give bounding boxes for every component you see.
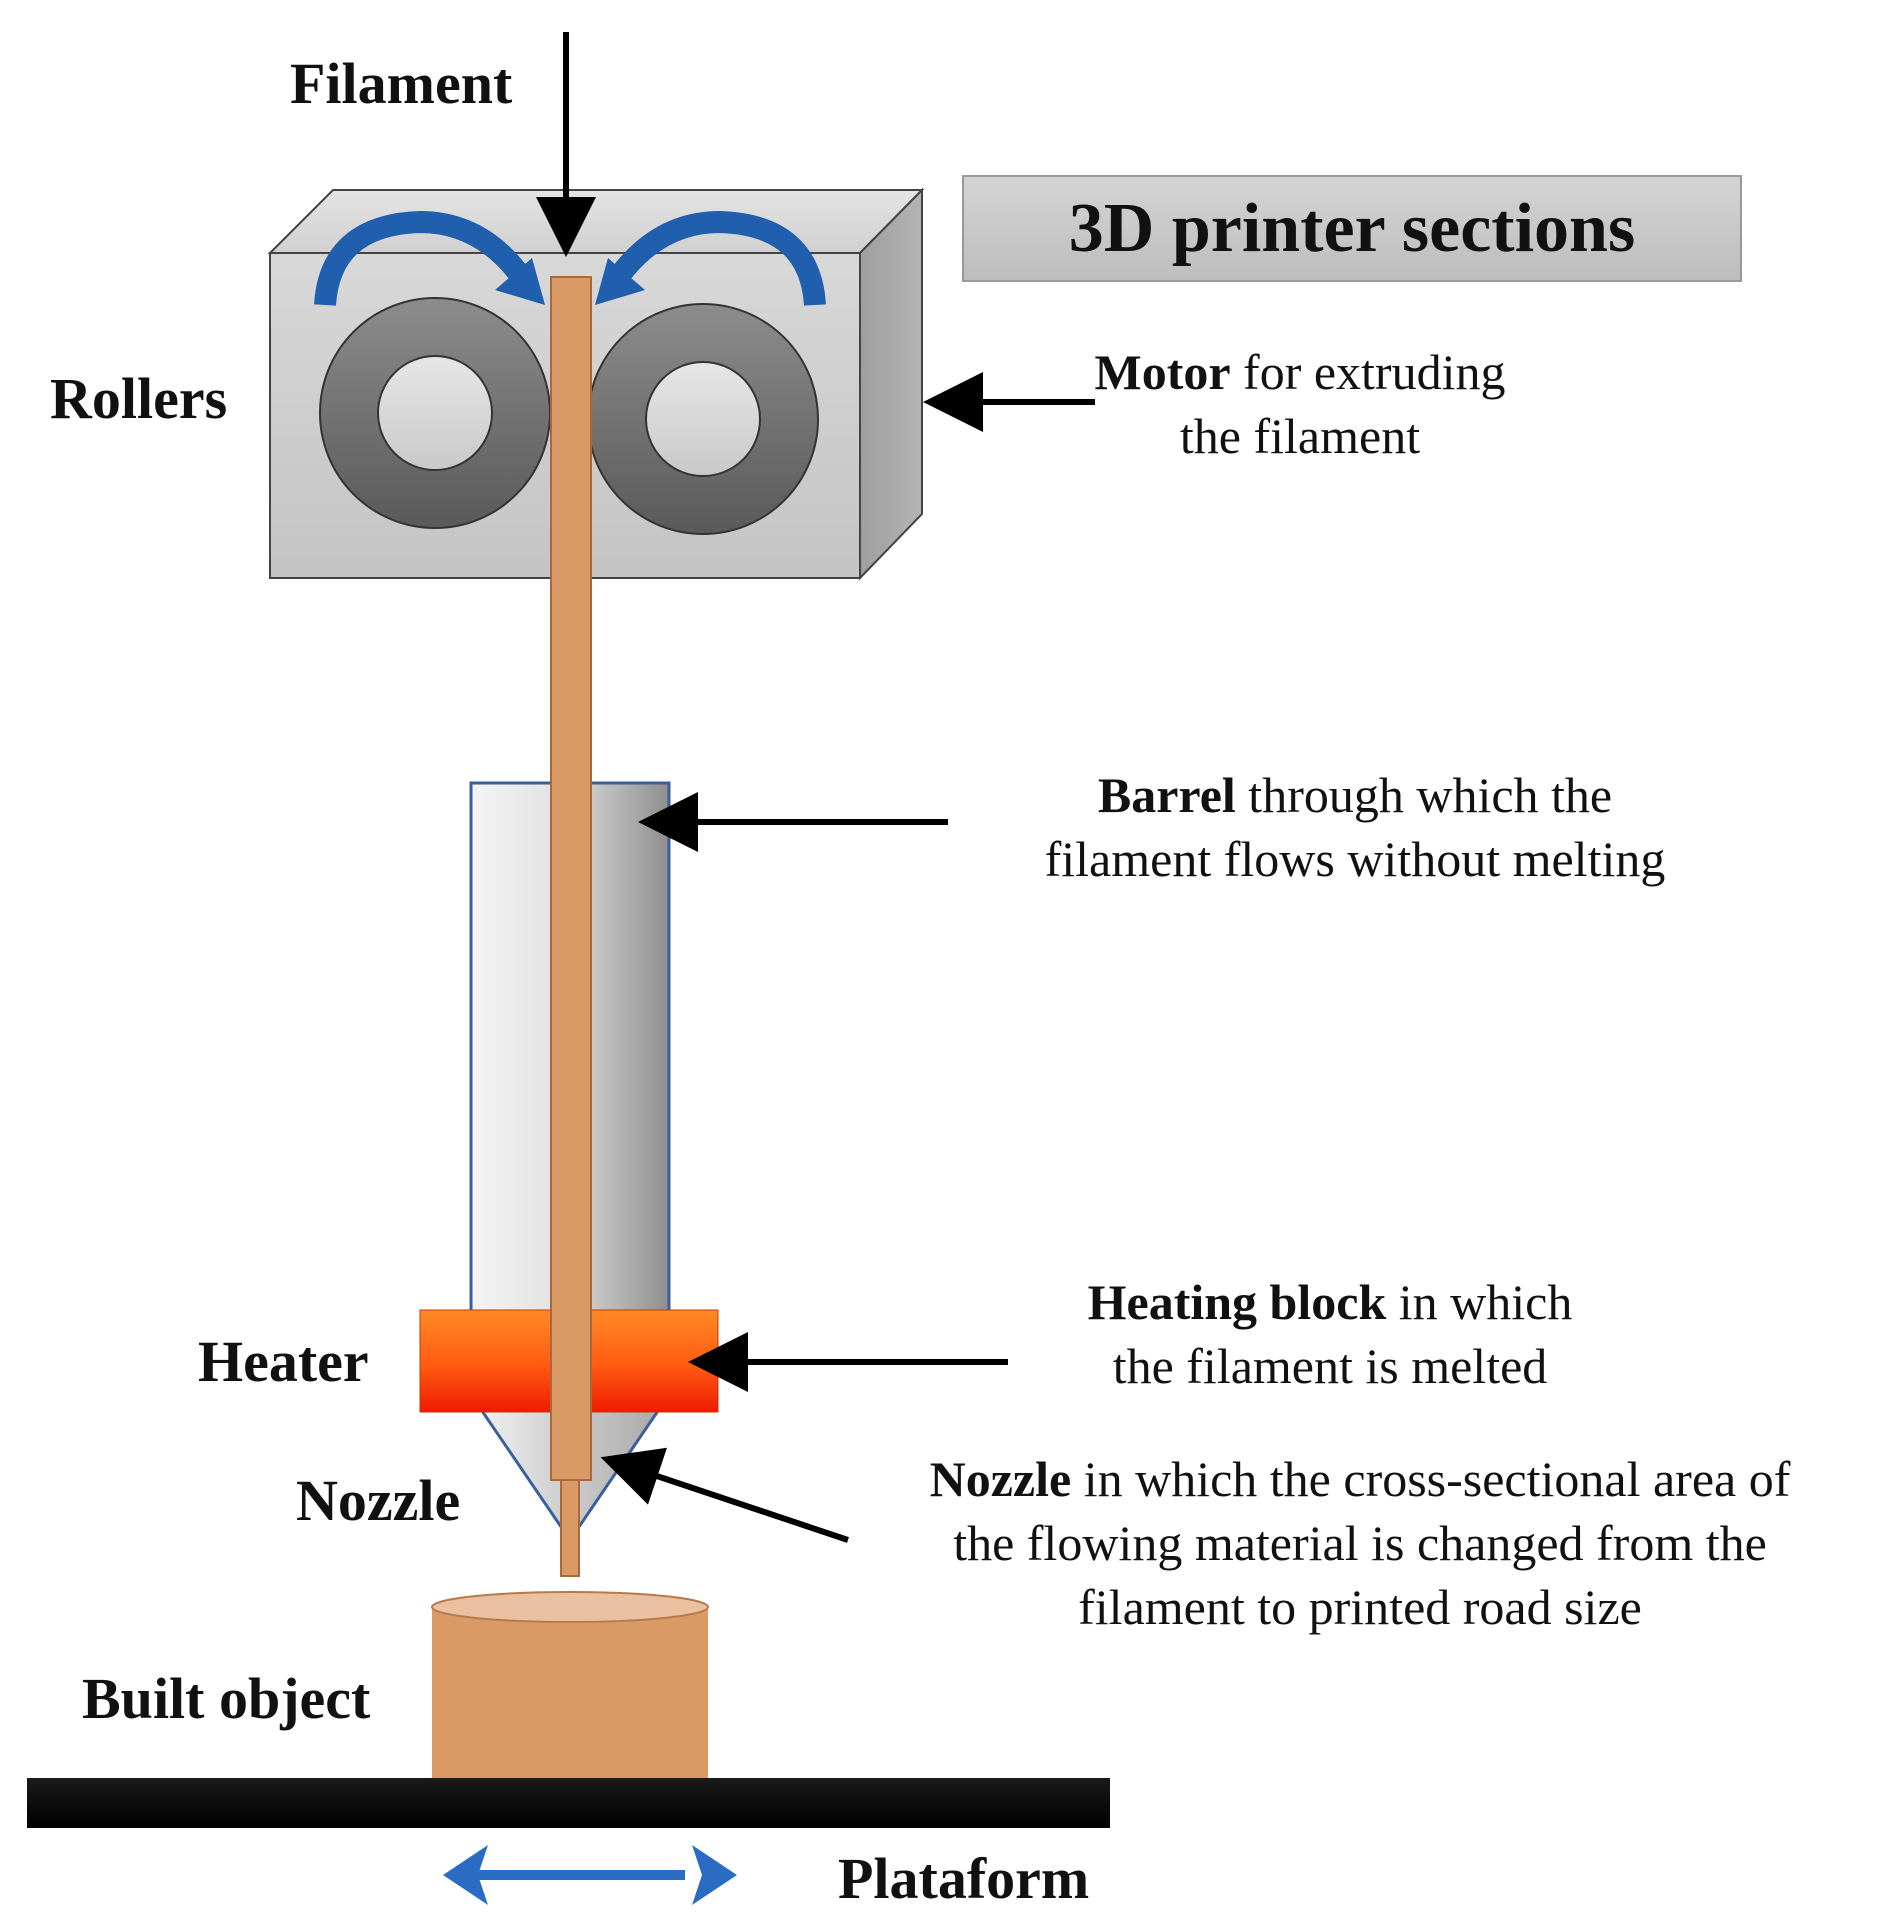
heating-description-line2: the filament is melted bbox=[1112, 1338, 1548, 1394]
nozzle-description-bold: Nozzle bbox=[929, 1451, 1072, 1507]
label-nozzle: Nozzle bbox=[296, 1468, 461, 1533]
diagram-title: 3D printer sections bbox=[1068, 189, 1636, 267]
nozzle-pointer-arrow bbox=[600, 1447, 849, 1543]
platform-motion-arrow-icon bbox=[443, 1845, 737, 1905]
motor-description-bold: Motor bbox=[1094, 344, 1231, 400]
barrel-description-line1: Barrel through which the bbox=[1097, 767, 1613, 823]
motor-description: Motor for extruding the filament bbox=[1040, 340, 1560, 468]
nozzle-description: Nozzle in which the cross-sectional area… bbox=[840, 1447, 1880, 1639]
barrel-description-line2: filament flows without melting bbox=[1044, 831, 1666, 887]
barrel-description-bold: Barrel bbox=[1097, 767, 1236, 823]
left-roller bbox=[319, 297, 551, 529]
label-built-object: Built object bbox=[82, 1666, 371, 1731]
right-roller bbox=[587, 303, 819, 535]
motor-description-line1: Motor for extruding bbox=[1094, 344, 1506, 400]
barrel-description: Barrel through which the filament flows … bbox=[965, 763, 1745, 891]
rotation-arrow-left-icon bbox=[314, 210, 545, 307]
heating-description: Heating block in which the filament is m… bbox=[1020, 1270, 1640, 1398]
rotation-arrow-right-icon bbox=[595, 210, 826, 307]
title-box: 3D printer sections bbox=[962, 175, 1742, 282]
label-rollers: Rollers bbox=[50, 366, 228, 431]
label-filament: Filament bbox=[290, 51, 513, 116]
built-object bbox=[431, 1591, 709, 1780]
heating-description-line1: Heating block in which bbox=[1087, 1274, 1573, 1330]
roller-housing-side bbox=[859, 187, 923, 581]
nozzle-description-line3: filament to printed road size bbox=[1078, 1579, 1642, 1635]
nozzle-description-line2: the flowing material is changed from the bbox=[953, 1515, 1767, 1571]
label-plataform: Plataform bbox=[838, 1846, 1090, 1911]
motor-description-line2: the filament bbox=[1179, 408, 1421, 464]
platform bbox=[27, 1778, 1110, 1828]
filament-strand bbox=[550, 276, 592, 1577]
heating-description-bold: Heating block bbox=[1087, 1274, 1387, 1330]
nozzle-description-line1: Nozzle in which the cross-sectional area… bbox=[929, 1451, 1791, 1507]
label-heater: Heater bbox=[198, 1329, 369, 1394]
